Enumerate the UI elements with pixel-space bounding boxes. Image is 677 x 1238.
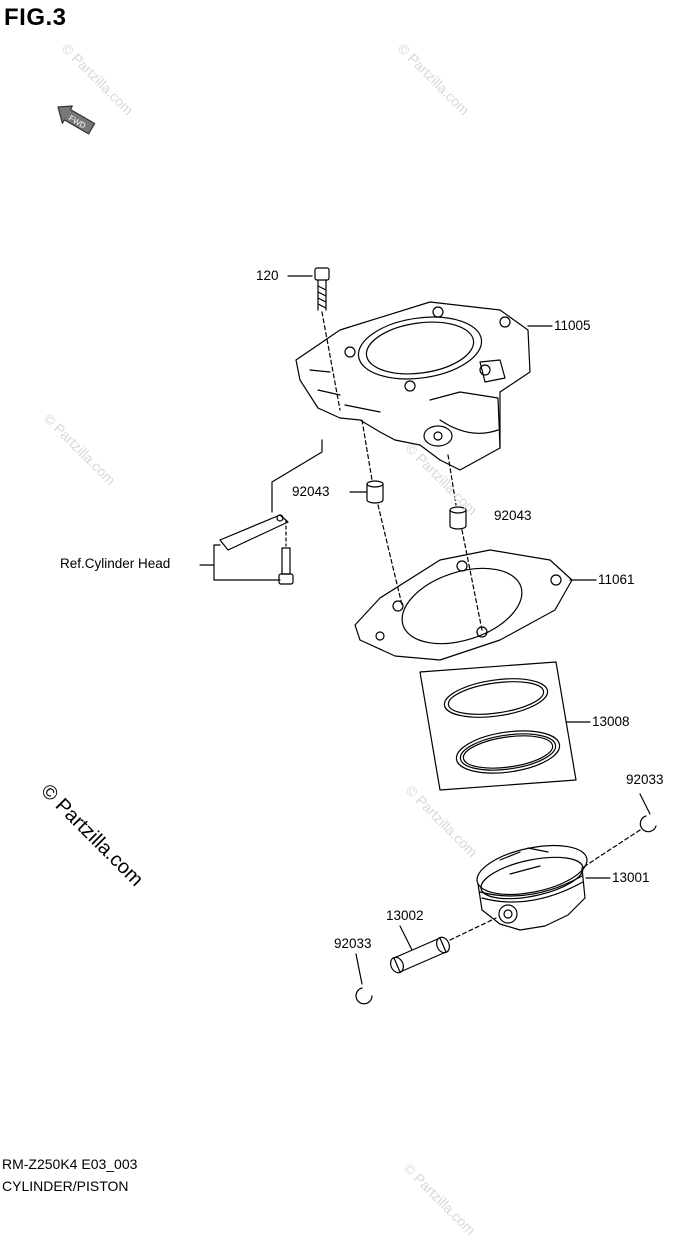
part-label-ring-set: 13008	[592, 714, 630, 729]
leader-line-92033-left	[355, 953, 363, 985]
dowel-left-lower-axis	[377, 504, 403, 606]
dowel-pin-left-drawing	[366, 480, 384, 504]
circlip-right-axis	[581, 829, 641, 869]
cylinder-11005-drawing	[295, 301, 531, 471]
bolt-axis-line	[321, 311, 341, 411]
footer-model-code: RM-Z250K4 E03_003	[2, 1156, 138, 1172]
dowel-left-axis	[361, 419, 373, 481]
part-label-piston: 13001	[612, 870, 650, 885]
fwd-arrow-icon: FWD	[57, 105, 96, 135]
part-label-dowel-left: 92043	[292, 484, 330, 499]
part-label-dowel-right: 92043	[494, 508, 532, 523]
exploded-parts-diagram: FWD	[57, 105, 657, 1005]
part-label-circlip-right: 92033	[626, 772, 664, 787]
part-label-bolt: 120	[256, 268, 279, 283]
leader-line-ref-cylinder-head	[199, 544, 281, 581]
part-label-piston-pin: 13002	[386, 908, 424, 923]
part-label-ref-cylinder-head: Ref.Cylinder Head	[60, 556, 171, 571]
bolt-120-drawing	[314, 267, 330, 311]
leader-line-13002	[399, 925, 413, 951]
part-label-circlip-left: 92033	[334, 936, 372, 951]
piston-pin-13002-drawing	[390, 936, 450, 974]
leader-line-92033-right	[639, 793, 651, 815]
dowel-right-axis	[447, 454, 457, 506]
dowel-pin-right-drawing	[449, 506, 467, 530]
part-label-cylinder: 11005	[554, 318, 591, 333]
part-label-gasket: 11061	[598, 572, 635, 587]
circlip-left-drawing	[355, 987, 373, 1005]
circlip-right-drawing	[639, 815, 657, 833]
dowel-right-lower-axis	[461, 529, 483, 631]
footer-section-name: CYLINDER/PISTON	[2, 1178, 129, 1194]
gasket-11061-drawing	[354, 549, 573, 661]
figure-title: FIG.3	[4, 4, 67, 31]
piston-ring-set-13008-drawing	[419, 661, 577, 791]
ref-cylinder-head-drawing	[219, 439, 323, 585]
piston-pin-axis	[449, 917, 497, 941]
piston-13001-drawing	[476, 844, 588, 931]
